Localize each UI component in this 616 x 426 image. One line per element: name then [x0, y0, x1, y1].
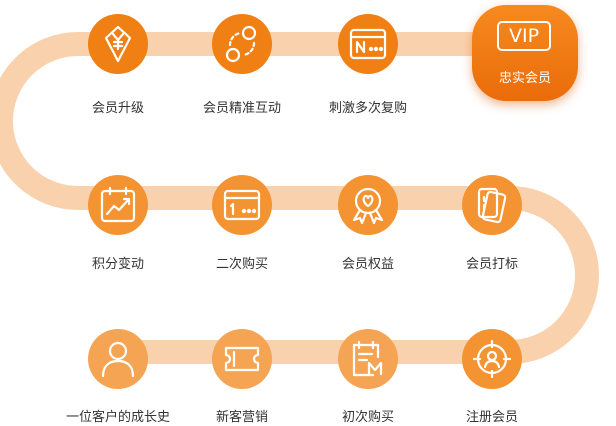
- node-precise-interaction: [212, 14, 272, 74]
- label-second-purchase: 二次购买: [215, 257, 268, 272]
- ticket-icon: [224, 346, 260, 372]
- heart-medal-icon: [352, 187, 384, 225]
- label-first-purchase: 初次购买: [341, 410, 394, 425]
- node-second-purchase: [212, 175, 272, 235]
- label-customer-story: 一位客户的成长史: [65, 410, 170, 425]
- node-member-upgrade: [88, 14, 148, 74]
- label-register-member: 注册会员: [465, 410, 518, 425]
- label-repurchase: 刺激多次复购: [328, 101, 407, 116]
- receipt-icon: [352, 340, 383, 377]
- track-path: [0, 32, 599, 364]
- target-user-icon: [472, 339, 512, 379]
- label-loyal-member: 忠实会员: [498, 71, 551, 86]
- card-one-icon: [223, 189, 261, 221]
- label-member-benefits: 会员权益: [341, 257, 394, 272]
- node-first-purchase: [338, 329, 398, 389]
- node-repurchase: [338, 14, 398, 74]
- node-member-benefits: [338, 175, 398, 235]
- label-member-upgrade: 会员升级: [91, 101, 144, 116]
- points-chart-icon: [100, 186, 136, 223]
- screen-n-icon: [349, 28, 387, 60]
- label-points-change: 积分变动: [91, 257, 144, 272]
- person-icon: [101, 341, 135, 378]
- node-register-member: [462, 329, 522, 389]
- vip-badge: VIP: [497, 21, 551, 51]
- interaction-circles-icon: [225, 25, 257, 63]
- label-precise-interaction: 会员精准互动: [202, 101, 281, 116]
- yen-tag-icon: [104, 25, 132, 63]
- node-member-tagging: [462, 175, 522, 235]
- node-new-customer-marketing: [212, 329, 272, 389]
- vip-node: VIP 忠实会员: [472, 5, 578, 101]
- node-customer-story: [88, 329, 148, 389]
- node-points-change: [88, 175, 148, 235]
- label-member-tagging: 会员打标: [465, 257, 518, 272]
- label-new-customer-marketing: 新客营销: [215, 410, 268, 425]
- tag-mark-icon: [477, 187, 507, 224]
